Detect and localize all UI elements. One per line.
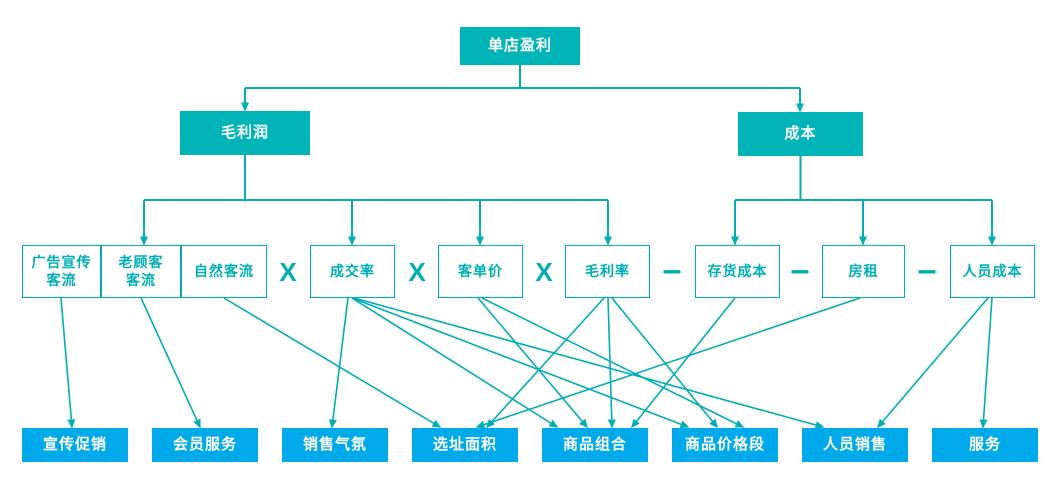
node-label: 人员销售 xyxy=(822,435,887,453)
edge-margin-rate-to-location-area xyxy=(485,297,605,429)
node-promotion[interactable]: 宣传促销 xyxy=(22,428,128,462)
node-label: 房租 xyxy=(848,262,879,279)
node-cost[interactable]: 成本 xyxy=(738,112,863,156)
node-label: 成本 xyxy=(784,124,817,142)
edge-conversion-rate-to-personal-selling xyxy=(353,297,825,429)
node-labor-cost[interactable]: 人员成本 xyxy=(950,245,1035,298)
node-label: 人员成本 xyxy=(962,262,1023,279)
node-product-mix[interactable]: 商品组合 xyxy=(542,428,648,462)
node-natural-traffic[interactable]: 自然客流 xyxy=(181,245,267,298)
edge-basket-value-to-product-mix xyxy=(477,297,588,429)
node-label: 客单价 xyxy=(458,262,503,279)
edge-labor-cost-to-service xyxy=(979,297,993,429)
edge-margin-rate-to-price-range xyxy=(611,297,718,429)
node-repeat-traffic[interactable]: 老顾客客流 xyxy=(101,245,181,298)
node-label: 老顾客 xyxy=(118,254,164,270)
edge-natural-traffic-to-location-area xyxy=(223,297,442,428)
node-sales-atmosphere[interactable]: 销售气氛 xyxy=(282,428,388,462)
minus-operator: – xyxy=(790,251,810,289)
node-label: 服务 xyxy=(968,435,1001,453)
node-label: 广告宣传 xyxy=(31,254,92,270)
times-operator: X xyxy=(279,257,297,287)
node-label: 自然客流 xyxy=(194,262,254,279)
node-location-area[interactable]: 选址面积 xyxy=(412,428,518,462)
node-label: 成交率 xyxy=(330,262,375,279)
node-basket-value[interactable]: 客单价 xyxy=(438,245,523,298)
node-label: 商品组合 xyxy=(562,435,627,453)
node-label: 客流 xyxy=(126,271,156,288)
node-price-range[interactable]: 商品价格段 xyxy=(672,428,778,462)
edge-repeat-traffic-to-member-service xyxy=(140,297,201,429)
node-label: 选址面积 xyxy=(432,435,497,453)
node-profit[interactable]: 单店盈利 xyxy=(460,27,580,65)
edge-labor-cost-to-personal-selling xyxy=(877,297,989,429)
times-operator: X xyxy=(535,257,553,287)
node-label: 销售气氛 xyxy=(302,435,367,453)
edge-inventory-cost-to-product-mix xyxy=(631,297,736,429)
edge-rent-to-location-area xyxy=(475,297,861,429)
node-label: 毛利润 xyxy=(220,123,269,141)
edge-margin-rate-to-product-mix xyxy=(607,297,616,429)
minus-operator: – xyxy=(662,251,682,289)
node-ad-traffic[interactable]: 广告宣传客流 xyxy=(22,245,101,298)
node-service[interactable]: 服务 xyxy=(932,428,1038,462)
node-conversion-rate[interactable]: 成交率 xyxy=(310,245,395,298)
node-label: 毛利率 xyxy=(585,262,630,279)
node-label: 客流 xyxy=(46,271,77,288)
edge-conversion-rate-to-product-mix xyxy=(351,297,559,428)
node-inventory-cost[interactable]: 存货成本 xyxy=(695,245,780,298)
node-personal-selling[interactable]: 人员销售 xyxy=(802,428,908,462)
node-rent[interactable]: 房租 xyxy=(822,245,905,298)
times-operator: X xyxy=(408,257,426,287)
node-label: 会员服务 xyxy=(172,435,237,453)
node-member-service[interactable]: 会员服务 xyxy=(152,428,258,462)
node-label: 存货成本 xyxy=(707,262,768,279)
node-margin-rate[interactable]: 毛利率 xyxy=(565,245,650,298)
edge-conversion-rate-to-price-range xyxy=(351,297,690,429)
node-label: 单店盈利 xyxy=(487,36,552,54)
node-gross-profit[interactable]: 毛利润 xyxy=(180,111,310,155)
node-label: 宣传促销 xyxy=(42,435,107,453)
edge-ad-traffic-to-promotion xyxy=(60,297,76,429)
node-label: 商品价格段 xyxy=(684,435,765,453)
edge-conversion-rate-to-sales-atmosphere xyxy=(328,297,349,429)
minus-operator: – xyxy=(917,251,937,289)
